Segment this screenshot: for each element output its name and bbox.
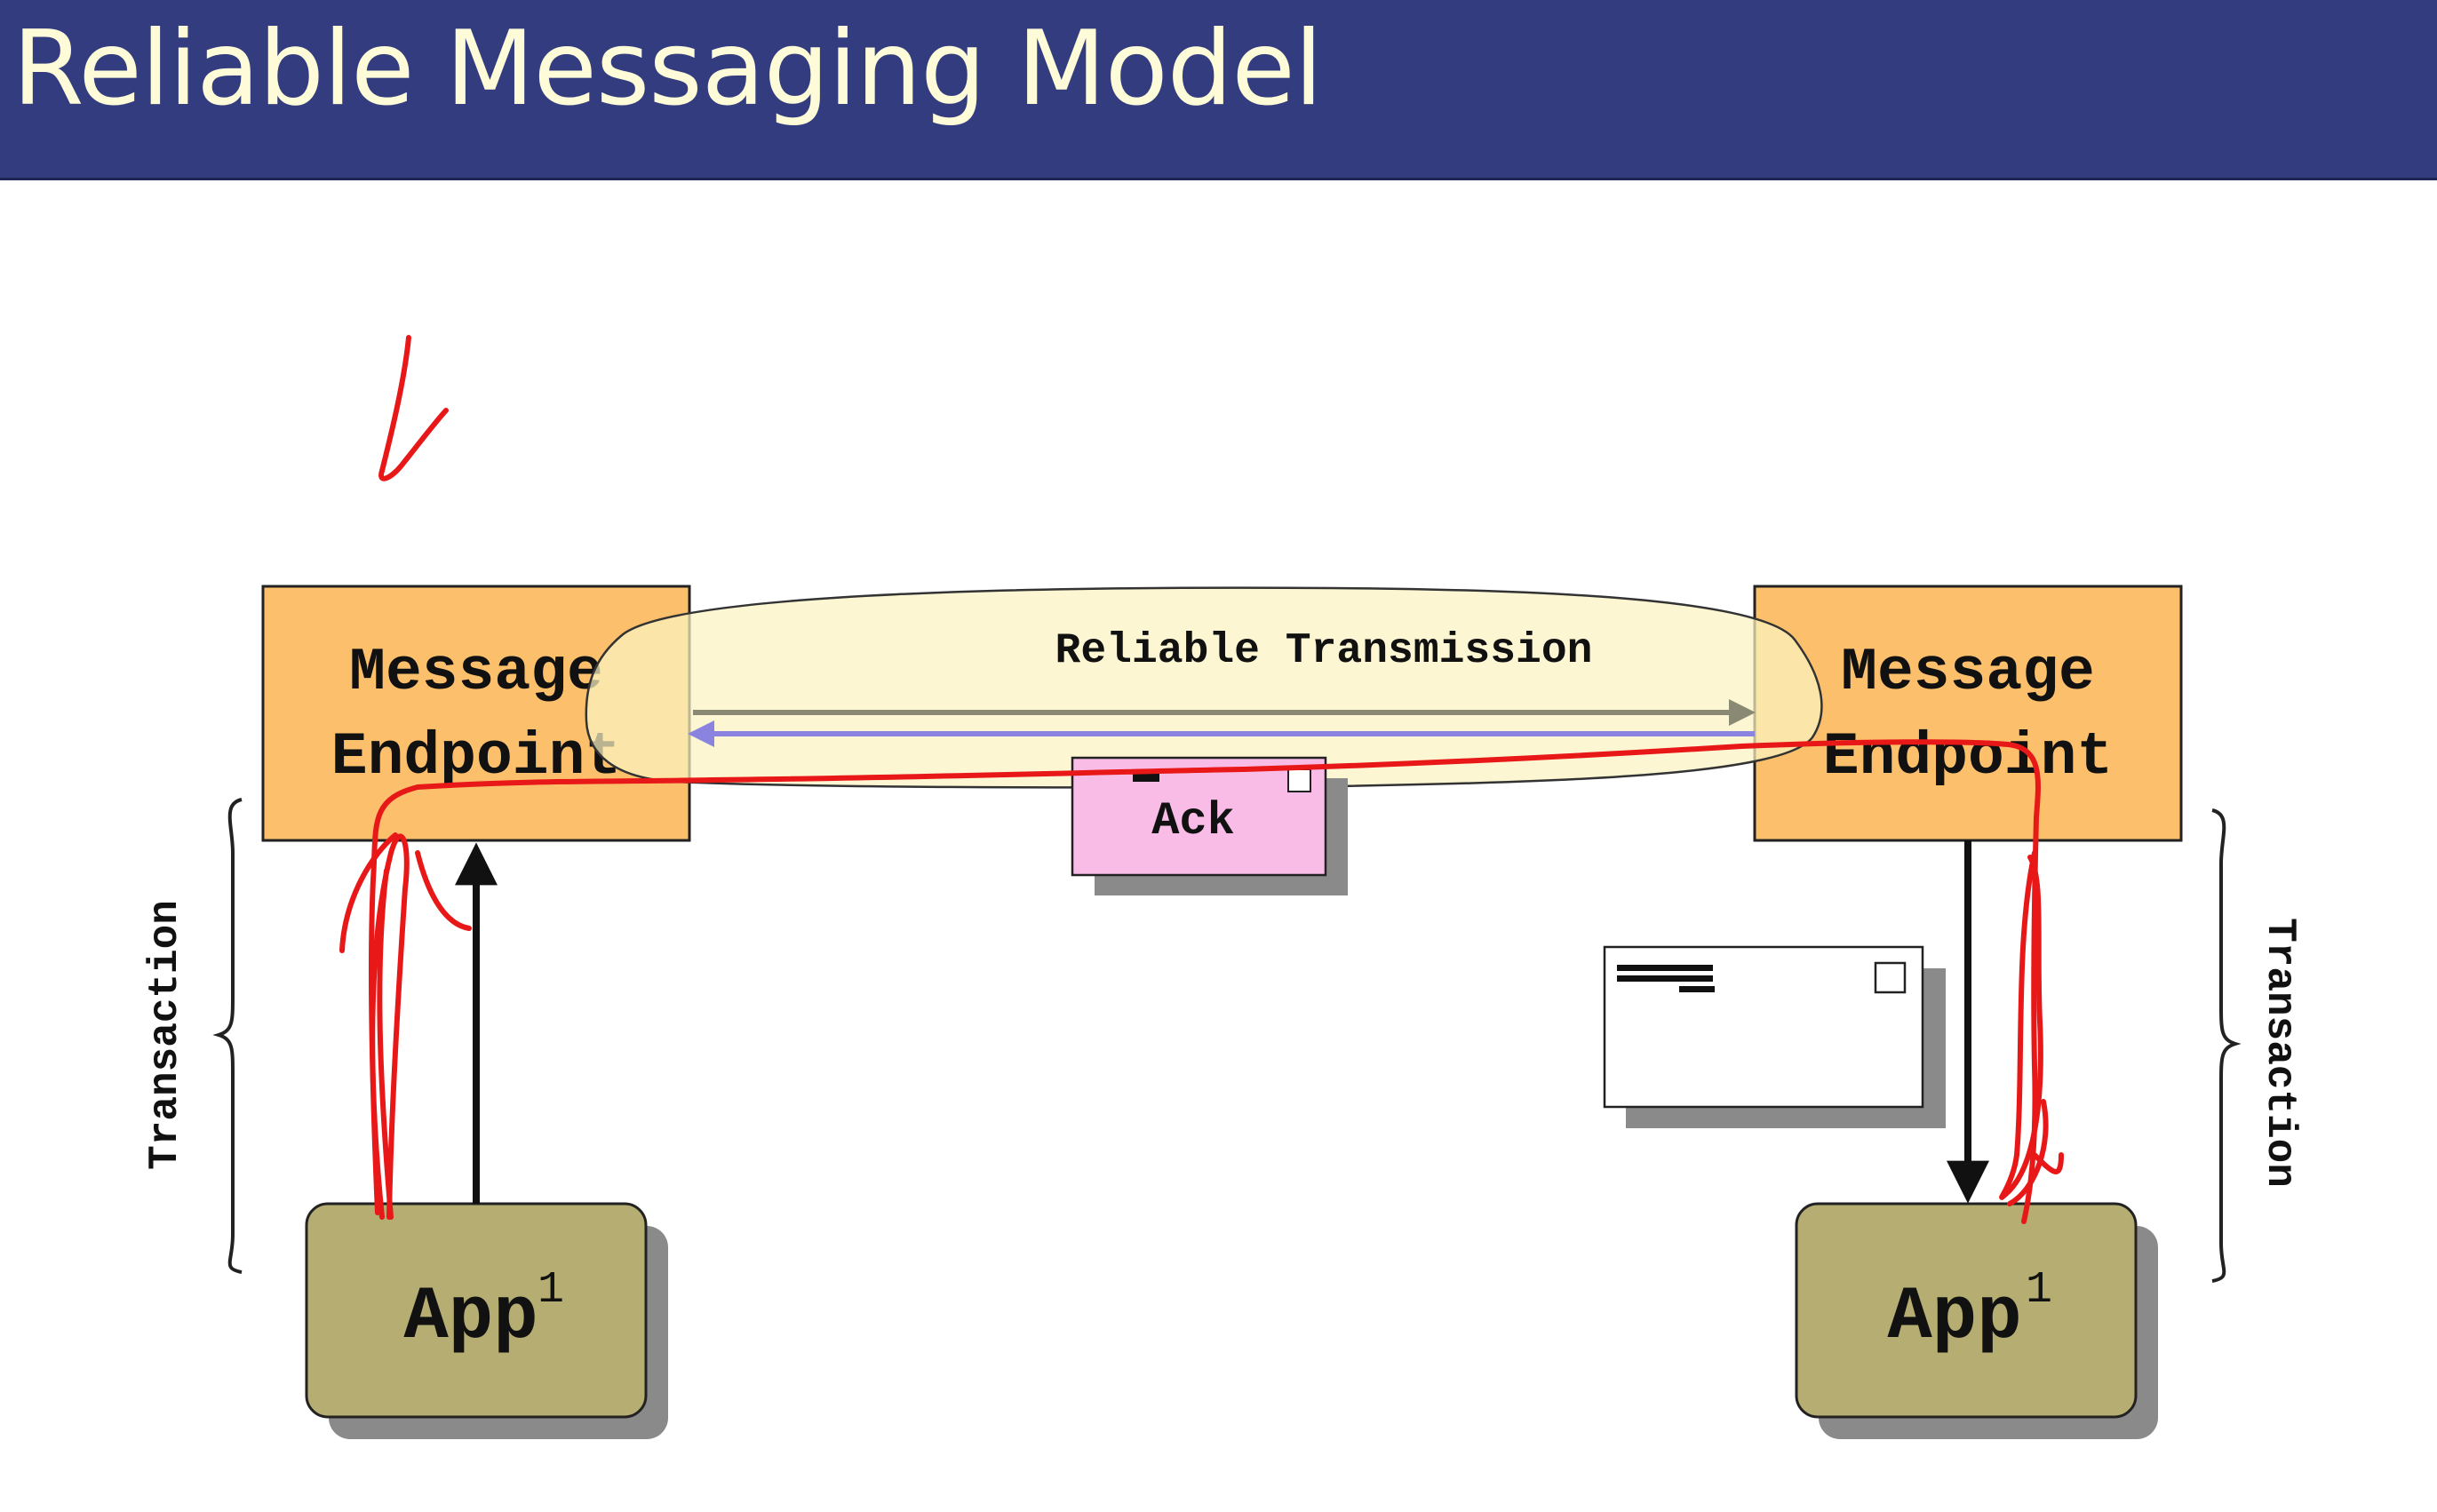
slide-title: Reliable Messaging Model xyxy=(12,9,1323,129)
left-transaction-brace: Transaction xyxy=(142,798,243,1274)
ack-stamp-icon xyxy=(1287,768,1311,792)
right-scribble-ink xyxy=(1999,850,2064,1206)
right-app-superscript: 1 xyxy=(2026,1265,2052,1316)
envelope-stamp-icon xyxy=(1874,961,1907,994)
right-endpoint-line2: Endpoint xyxy=(1823,723,2113,792)
left-app: App 1 xyxy=(305,1202,668,1439)
left-transaction-label: Transaction xyxy=(142,900,188,1170)
left-endpoint-line1: Message xyxy=(349,639,603,707)
right-transaction-label: Transaction xyxy=(2257,918,2303,1188)
ack-label: Ack xyxy=(1151,795,1235,848)
ack-address-mark xyxy=(1133,773,1159,782)
reliable-transmission-channel: Reliable Transmission xyxy=(585,586,1823,789)
left-app-superscript: 1 xyxy=(538,1265,564,1316)
ack-envelope: Ack xyxy=(1071,756,1348,895)
envelope-address-line3 xyxy=(1679,986,1715,992)
title-bar: Reliable Messaging Model xyxy=(0,0,2437,180)
handwritten-annotation xyxy=(339,335,2064,1224)
message-envelope xyxy=(1603,945,1946,1128)
left-app-label: App xyxy=(403,1276,538,1360)
channel-label: Reliable Transmission xyxy=(1055,627,1593,675)
envelope-address-line1 xyxy=(1617,965,1713,971)
right-endpoint-line1: Message xyxy=(1841,639,2095,707)
checkmark-ink xyxy=(378,335,449,481)
right-message-endpoint: Message Endpoint xyxy=(1753,585,2183,842)
right-app-label: App xyxy=(1887,1276,2021,1360)
right-app: App 1 xyxy=(1795,1202,2158,1439)
right-transaction-brace: Transaction xyxy=(2211,808,2303,1283)
envelope-address-line2 xyxy=(1617,975,1713,982)
left-scribble-ink xyxy=(339,832,472,1220)
